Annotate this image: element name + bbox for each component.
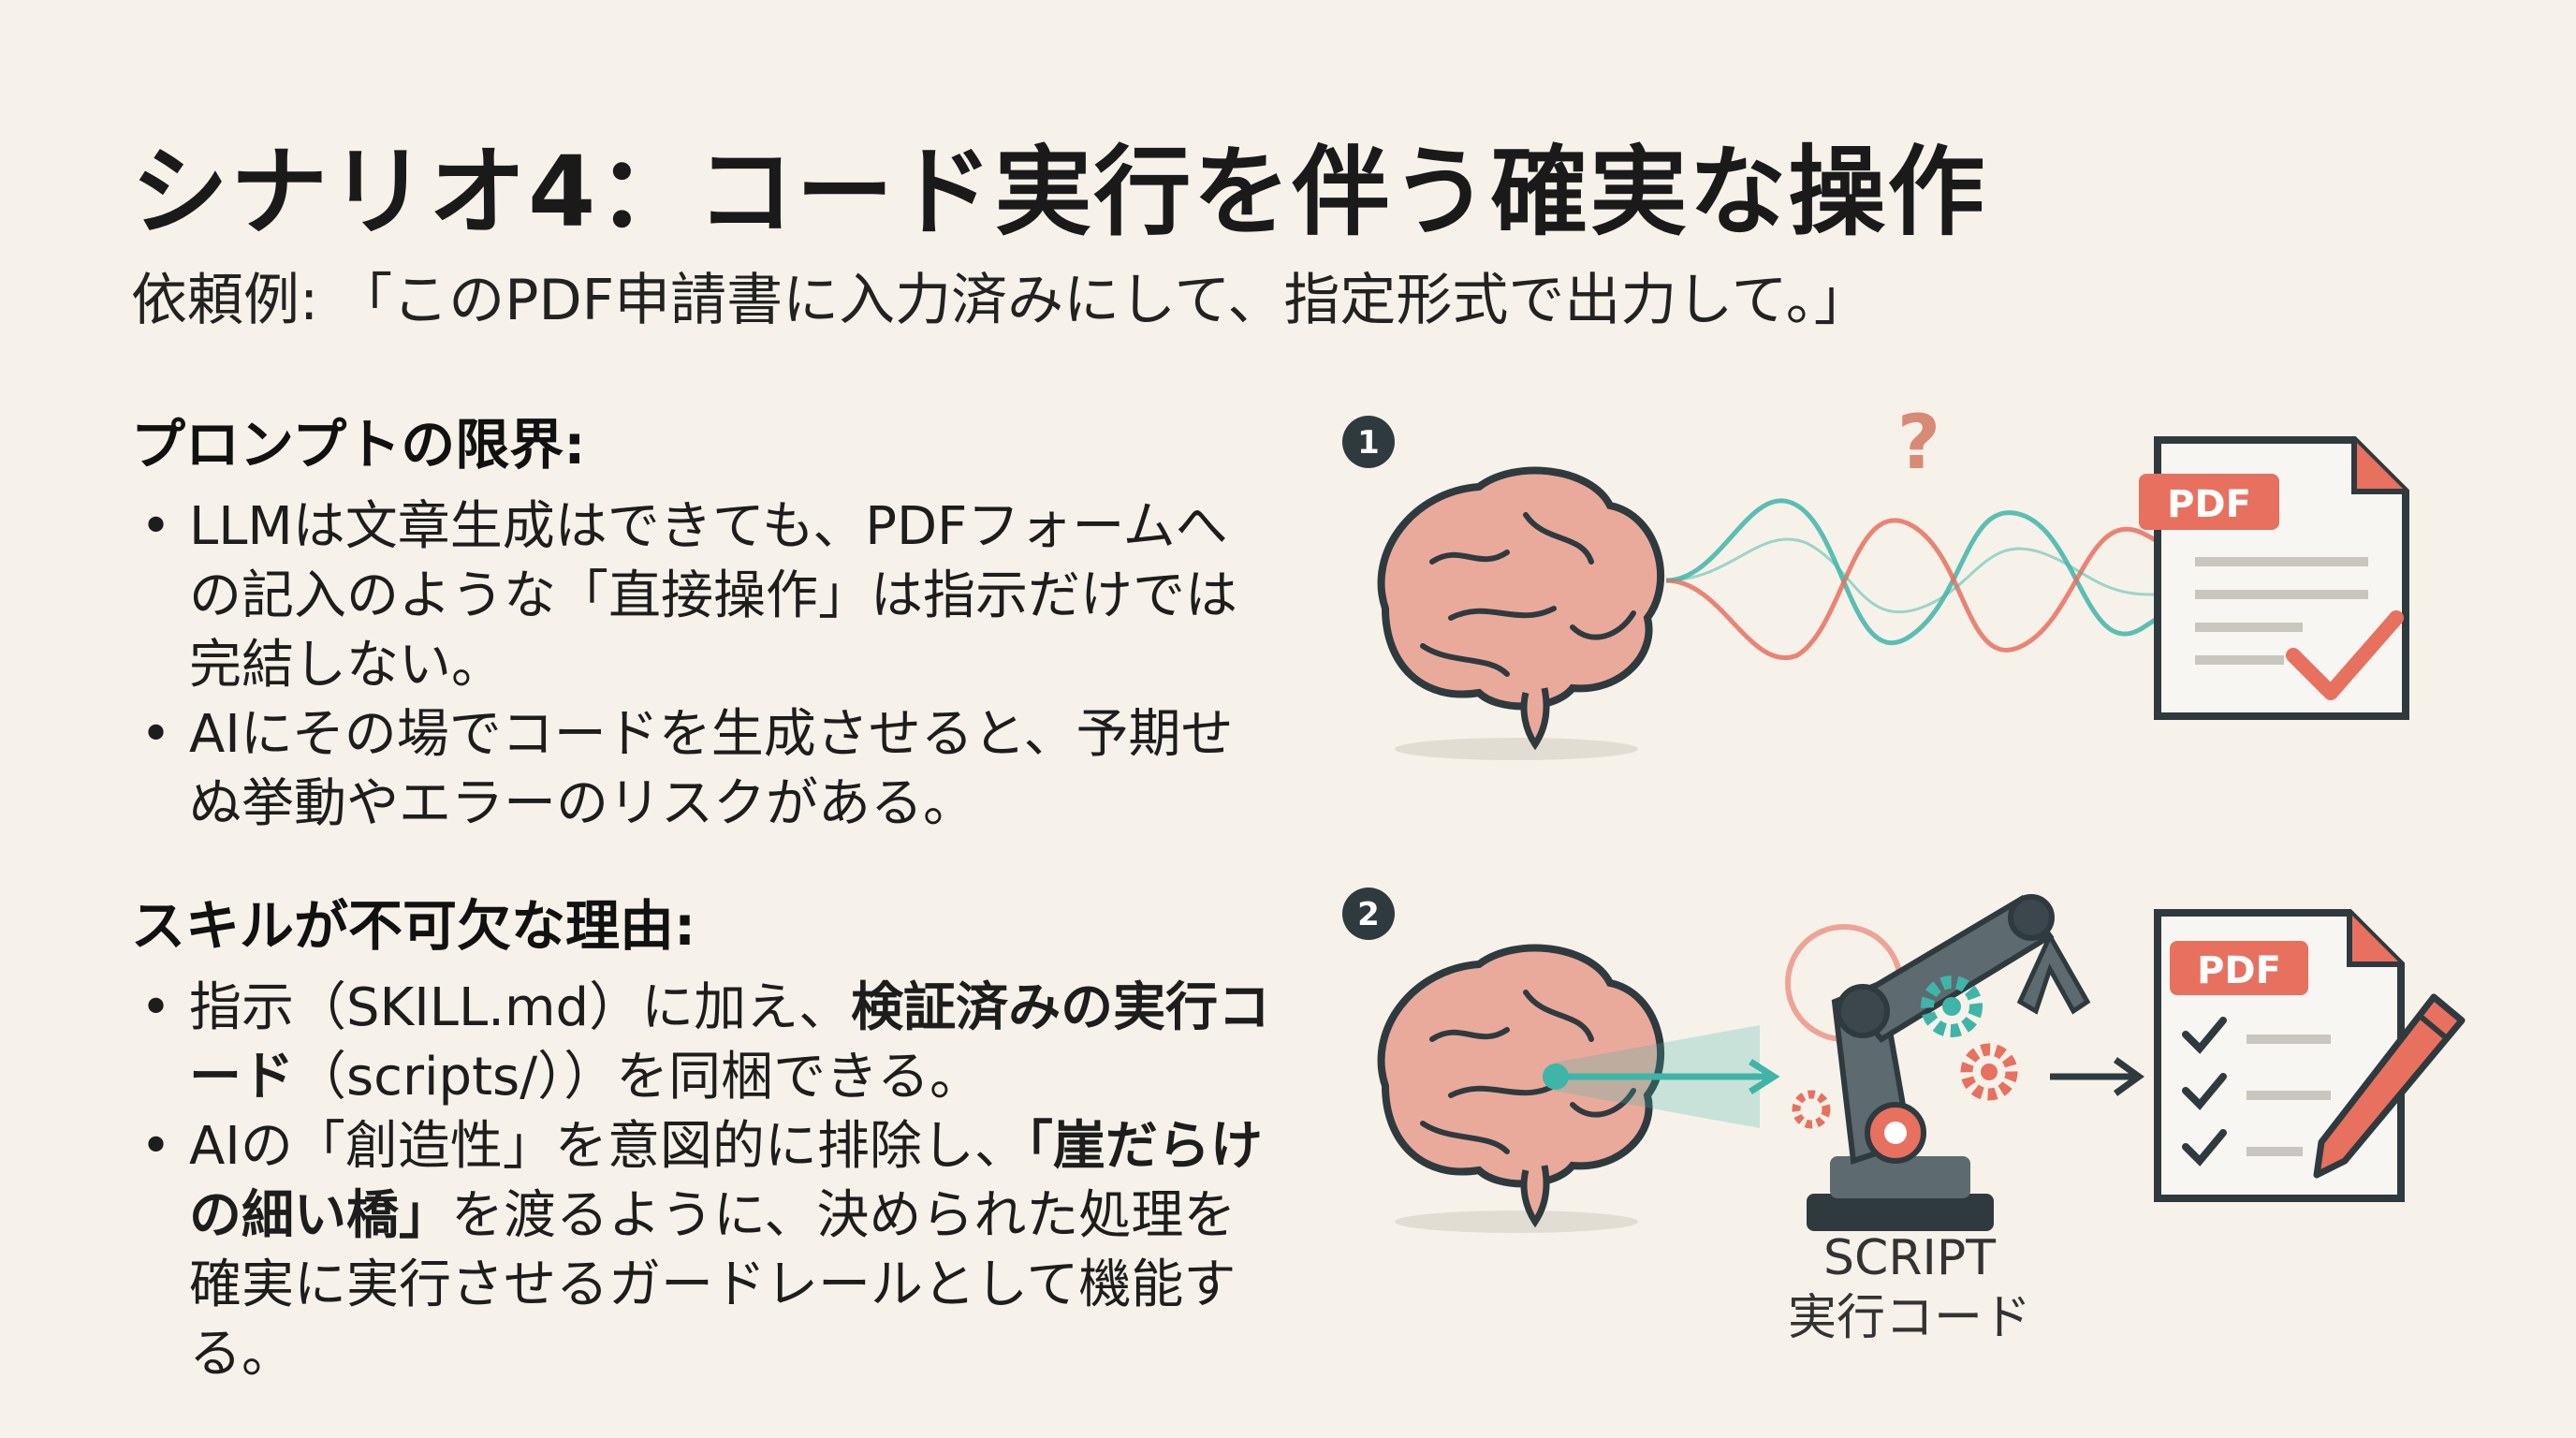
bullet-text: AIにその場でコードを生成させると、予期せぬ挙動やエラーのリスクがある。 xyxy=(189,704,1234,834)
question-mark-icon: ? xyxy=(1897,399,1940,486)
script-label-title: SCRIPT xyxy=(1823,1230,1996,1286)
svg-text:1: 1 xyxy=(1357,424,1380,462)
figure-skill-script: 2 PDF xyxy=(1342,888,2466,1233)
prompt-limits-heading: プロンプトの限界: xyxy=(131,413,586,477)
svg-text:PDF: PDF xyxy=(2167,483,2251,526)
skill-reasons-section: スキルが不可欠な理由: • 指示（SKILL.md）に加え、検証済みの実行コード… xyxy=(131,882,1273,1389)
brain-icon xyxy=(1377,944,1664,1228)
list-item: • LLMは文章生成はできても、PDFフォームへの記入のような「直接操作」は指示… xyxy=(131,492,1273,700)
brain-icon xyxy=(1377,466,1664,751)
list-item: • 指示（SKILL.md）に加え、検証済みの実行コード（scripts/））を… xyxy=(131,974,1273,1112)
bullet-dot: • xyxy=(140,977,172,1038)
pdf-checklist-icon: PDF xyxy=(2154,909,2405,1202)
svg-text:PDF: PDF xyxy=(2197,949,2281,992)
skill-reasons-list: • 指示（SKILL.md）に加え、検証済みの実行コード（scripts/））を… xyxy=(131,974,1273,1389)
prompt-limits-list: • LLMは文章生成はできても、PDFフォームへの記入のような「直接操作」は指示… xyxy=(131,492,1273,839)
script-label-subtitle: 実行コード xyxy=(1787,1290,2031,1346)
list-item: • AIの「創造性」を意図的に排除し、「崖だらけの細い橋」を渡るように、決められ… xyxy=(131,1112,1273,1389)
bullet-dot: • xyxy=(140,496,172,557)
bullet-text-post: （scripts/））を同梱できる。 xyxy=(294,1047,982,1108)
bullet-text-post: を渡るように、決められた処理を確実に実行させるガードレールとして機能する。 xyxy=(189,1185,1237,1385)
step-2-badge: 2 xyxy=(1342,888,1395,940)
figure-prompt-only: 1 ? PDF xyxy=(1342,399,2409,760)
request-example: 依頼例: 「このPDF申請書に入力済みにして、指定形式で出力して。」 xyxy=(131,268,1870,333)
prompt-limits-section: プロンプトの限界: • LLMは文章生成はできても、PDFフォームへの記入のよう… xyxy=(131,401,1273,839)
bullet-text: LLMは文章生成はできても、PDFフォームへの記入のような「直接操作」は指示だけ… xyxy=(189,496,1237,696)
bullet-dot: • xyxy=(140,704,172,765)
bullet-text-pre: 指示（SKILL.md）に加え、 xyxy=(189,977,852,1038)
gear-icon xyxy=(1792,976,2018,1129)
list-item: • AIにその場でコードを生成させると、予期せぬ挙動やエラーのリスクがある。 xyxy=(131,700,1273,839)
arrow-to-pdf xyxy=(2050,1057,2144,1096)
step-1-badge: 1 xyxy=(1342,416,1395,468)
svg-text:2: 2 xyxy=(1357,896,1380,933)
bullet-dot: • xyxy=(140,1116,172,1177)
robot-arm-icon xyxy=(1785,894,2091,1231)
bullet-text-pre: AIの「創造性」を意図的に排除し、 xyxy=(189,1116,1027,1177)
script-label: SCRIPT 実行コード xyxy=(1760,1228,2059,1348)
page-title: シナリオ4：コード実行を伴う確実な操作 xyxy=(131,135,1987,249)
bullet-text-bold: 検証済みの実行コード xyxy=(189,977,1271,1108)
pen-icon xyxy=(2313,993,2466,1179)
beam-arrow xyxy=(1543,1025,1780,1128)
checkmark-icon xyxy=(2286,610,2404,700)
bullet-text-bold: 「崖だらけの細い橋」 xyxy=(189,1116,1263,1246)
skill-reasons-heading: スキルが不可欠な理由: xyxy=(131,894,696,958)
pdf-document-icon: PDF xyxy=(2139,436,2409,720)
